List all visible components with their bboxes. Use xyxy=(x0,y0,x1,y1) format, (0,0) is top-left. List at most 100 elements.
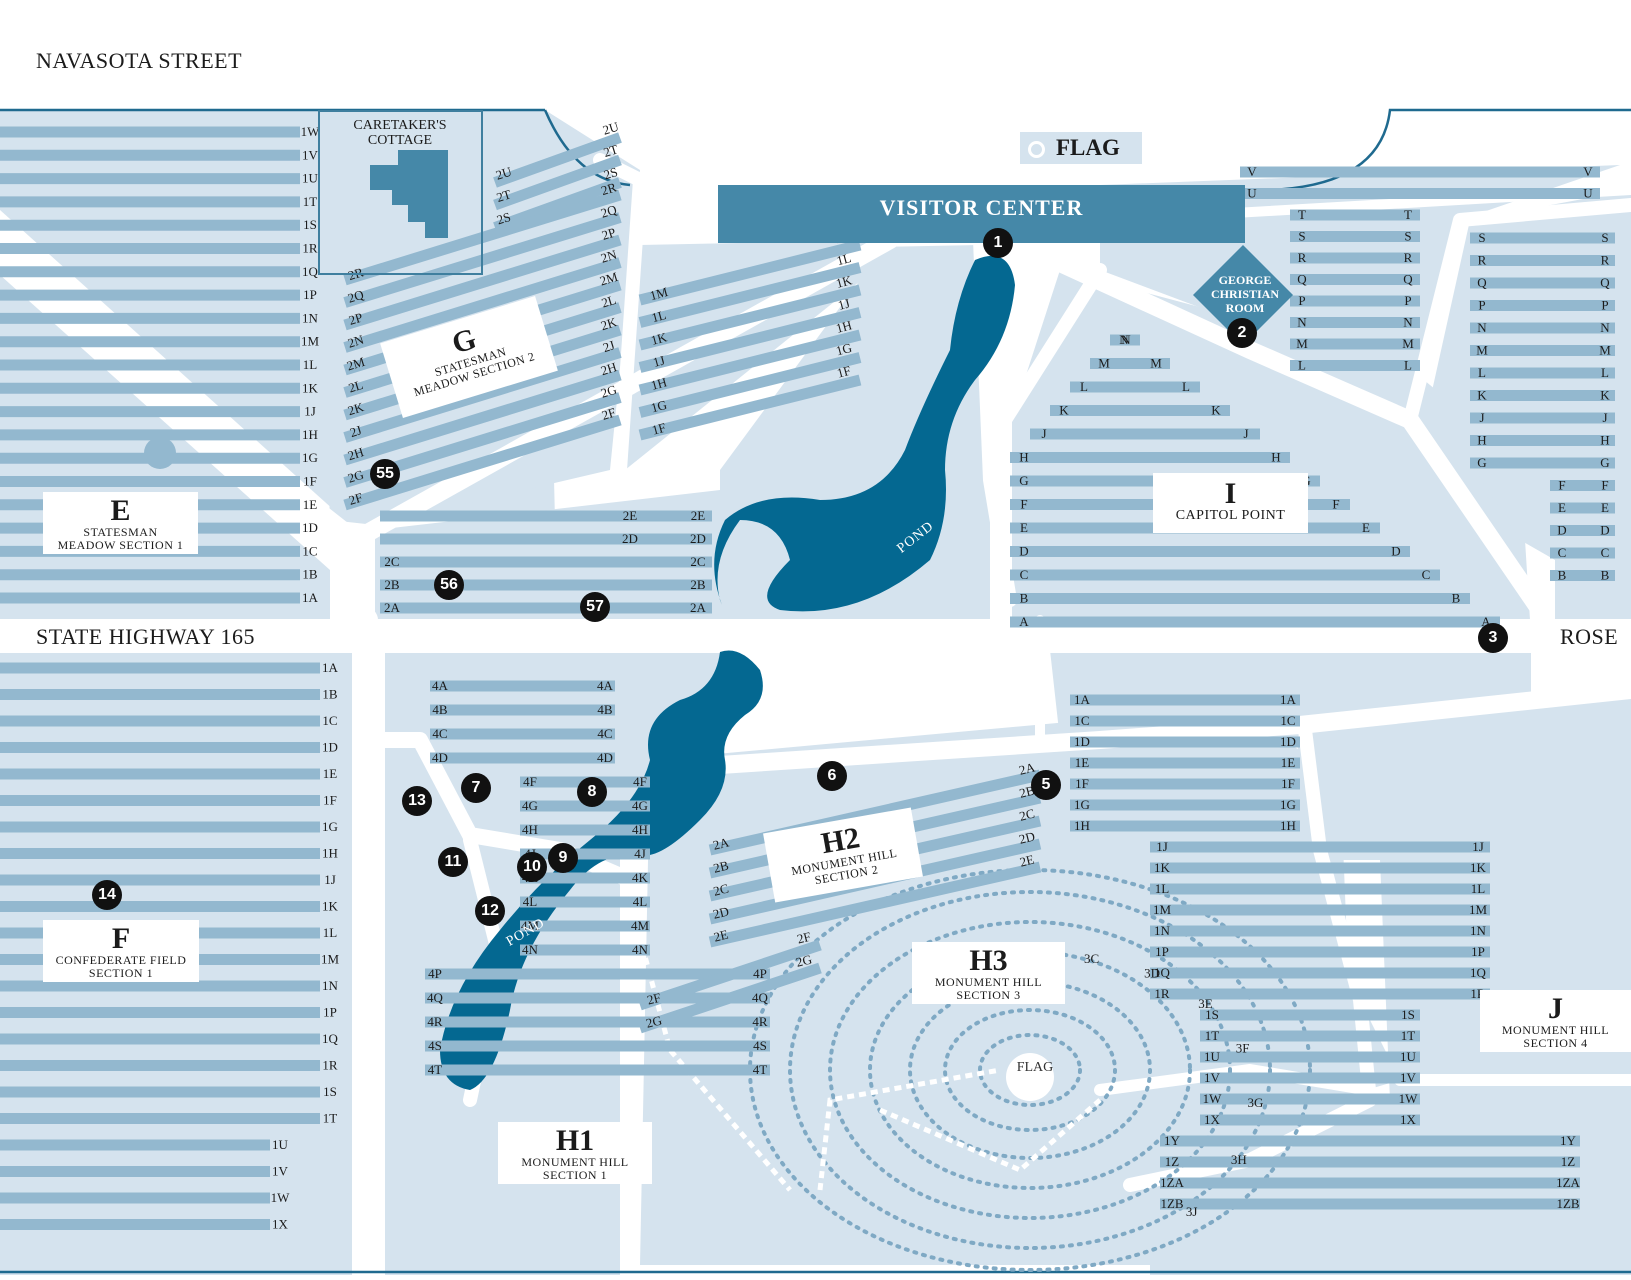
row-label-h1-4j-b: 4J xyxy=(634,846,646,861)
marker-13[interactable]: 13 xyxy=(402,786,432,816)
marker-14[interactable]: 14 xyxy=(92,880,122,910)
marker-10[interactable]: 10 xyxy=(517,852,547,882)
row-label-h1-4b-b: 4B xyxy=(597,702,613,717)
visitor-center[interactable]: VISITOR CENTER xyxy=(718,185,1245,243)
row-en-1m[interactable] xyxy=(638,239,862,306)
caretakers-cottage-label: CARETAKER'S COTTAGE xyxy=(353,118,447,148)
row-label-es-1v-a: 1V xyxy=(1204,1070,1221,1085)
marker-9[interactable]: 9 xyxy=(548,843,578,873)
row-label-es-1z-a: 1Z xyxy=(1165,1154,1180,1169)
row-label-f-1d-b: 1D xyxy=(322,740,338,755)
section-i-label[interactable]: I CAPITOL POINT xyxy=(1153,473,1308,533)
marker-56[interactable]: 56 xyxy=(434,570,464,600)
row-g-2t[interactable] xyxy=(493,154,622,211)
section-e-label[interactable]: E STATESMAN MEADOW SECTION 1 xyxy=(43,492,198,554)
row-label-h1-4q-a: 4Q xyxy=(427,990,444,1005)
row-label-iu-u-a: U xyxy=(1247,186,1257,201)
row-label-en-1h-b: 1H xyxy=(834,317,853,336)
row-label-es-1c-a: 1C xyxy=(1074,713,1089,728)
row-label-iu-p-b: P xyxy=(1404,293,1411,308)
marker-11[interactable]: 11 xyxy=(438,847,468,877)
row-label-fe-h-b: H xyxy=(1600,433,1609,448)
section-j-label[interactable]: J MONUMENT HILL SECTION 4 xyxy=(1480,990,1631,1052)
row-en-1h[interactable] xyxy=(638,329,862,396)
row-en-1l[interactable] xyxy=(638,262,862,328)
marker-55[interactable]: 55 xyxy=(370,459,400,489)
marker-12[interactable]: 12 xyxy=(475,896,505,926)
row-label-es-1k-b: 1K xyxy=(1470,860,1487,875)
row-label-iu-v-b: V xyxy=(1583,164,1593,179)
marker-5[interactable]: 5 xyxy=(1031,770,1061,800)
row-g-2p[interactable] xyxy=(343,234,622,331)
section-f-label[interactable]: F CONFEDERATE FIELD SECTION 1 xyxy=(43,920,199,982)
h3-path-centre xyxy=(817,1067,1001,1191)
section-h3-label[interactable]: H3 MONUMENT HILL SECTION 3 xyxy=(912,942,1065,1004)
row-h2-2f[interactable] xyxy=(638,939,822,1011)
row-label-f-1n-b: 1N xyxy=(322,978,339,993)
row-label-iu-l-a: L xyxy=(1298,358,1306,373)
row-label-g-2s-a: 2S xyxy=(495,209,513,227)
row-g-2s[interactable] xyxy=(493,177,622,233)
row-label-h2-2a-a: 2A xyxy=(711,834,731,853)
row-label-e-1b-b: 1B xyxy=(302,567,318,582)
row-label-fe-p-a: P xyxy=(1478,298,1485,313)
h3-ring-1 xyxy=(978,1033,1082,1107)
marker-2[interactable]: 2 xyxy=(1227,318,1257,348)
row-en-1g[interactable] xyxy=(638,352,862,418)
row-label-g-2t-a: 2T xyxy=(495,186,513,205)
highway-label: STATE HIGHWAY 165 xyxy=(36,624,255,649)
marker-57[interactable]: 57 xyxy=(580,592,610,622)
h3-ring-5 xyxy=(828,920,1232,1220)
row-label-iu-l-b: L xyxy=(1404,358,1412,373)
row-label-g2-2b-a: 2B xyxy=(384,577,400,592)
row-label-f-1u-b: 1U xyxy=(272,1137,289,1152)
section-f-name: CONFEDERATE FIELD SECTION 1 xyxy=(55,953,187,980)
row-label-g2-2c-b: 2C xyxy=(690,554,705,569)
row-label-en-1l-b: 1L xyxy=(835,250,853,268)
marker-8[interactable]: 8 xyxy=(577,777,607,807)
row-label-i-d-b: D xyxy=(1391,544,1400,559)
row-g-2f[interactable] xyxy=(343,414,622,511)
row-label-h1-4h-b: 4H xyxy=(632,822,648,837)
ring-label-3g: 3G xyxy=(1247,1095,1263,1110)
row-g-2j[interactable] xyxy=(343,347,622,443)
row-label-i-l-a: L xyxy=(1080,379,1088,394)
section-h1-label[interactable]: H1 MONUMENT HILL SECTION 1 xyxy=(498,1122,652,1184)
row-label-g-2j-a: 2J xyxy=(348,422,363,440)
row-en-1j[interactable] xyxy=(638,307,862,373)
marker-1[interactable]: 1 xyxy=(983,228,1013,258)
row-label-fe-q-a: Q xyxy=(1477,275,1487,290)
row-label-g-2f-a: 2F xyxy=(347,490,365,508)
flag-ring-icon xyxy=(1028,141,1045,158)
row-label-es-1t-b: 1T xyxy=(1401,1028,1416,1043)
row-label-en-1k-a: 1K xyxy=(649,329,669,348)
row-label-fe-s-a: S xyxy=(1478,230,1485,245)
row-label-g-2q-b: 2Q xyxy=(599,202,619,221)
george-christian-diamond xyxy=(1193,245,1293,345)
row-label-e-1m-b: 1M xyxy=(301,334,320,349)
row-h2-2e[interactable] xyxy=(708,861,1042,948)
marker-7[interactable]: 7 xyxy=(461,773,491,803)
row-h2-2g[interactable] xyxy=(638,962,822,1034)
row-g-2n[interactable] xyxy=(343,257,622,353)
row-label-g-2j-b: 2J xyxy=(601,337,616,355)
row-label-h1-4a-a: 4A xyxy=(432,678,449,693)
section-h3-letter: H3 xyxy=(969,944,1008,977)
row-label-h1-4t-a: 4T xyxy=(428,1062,443,1077)
row-label-h1-4f-a: 4F xyxy=(523,774,537,789)
row-label-en-1f-b: 1F xyxy=(835,363,852,381)
george-christian-room-label[interactable]: GEORGE CHRISTIAN ROOM xyxy=(1210,273,1279,315)
row-g-2u[interactable] xyxy=(493,132,622,188)
row-en-1f[interactable] xyxy=(638,374,862,441)
row-g-2h[interactable] xyxy=(343,369,622,466)
row-en-1k[interactable] xyxy=(638,284,862,351)
row-label-en-1j-b: 1J xyxy=(836,295,851,312)
row-label-fe-m-b: M xyxy=(1599,343,1611,358)
marker-6[interactable]: 6 xyxy=(817,761,847,791)
row-label-fe-k-b: K xyxy=(1600,388,1610,403)
marker-3[interactable]: 3 xyxy=(1478,623,1508,653)
row-label-fe-k-a: K xyxy=(1477,388,1487,403)
row-label-g-2l-a: 2L xyxy=(347,377,365,396)
row-label-fe-s-b: S xyxy=(1601,230,1608,245)
row-label-h2-2e-a: 2E xyxy=(712,927,730,945)
